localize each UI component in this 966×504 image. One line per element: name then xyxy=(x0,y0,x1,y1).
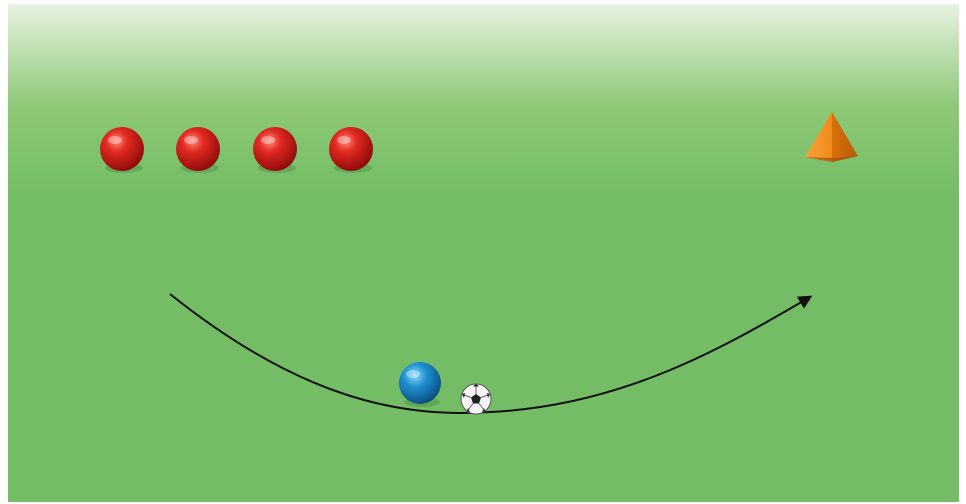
blue-ball-icon xyxy=(399,362,441,407)
pitch xyxy=(8,4,959,502)
red-ball-icon xyxy=(100,127,144,173)
soccer-ball-icon xyxy=(461,384,491,414)
red-ball-icon xyxy=(176,127,220,173)
red-ball-icon xyxy=(253,127,297,173)
red-ball-icon xyxy=(329,127,373,173)
